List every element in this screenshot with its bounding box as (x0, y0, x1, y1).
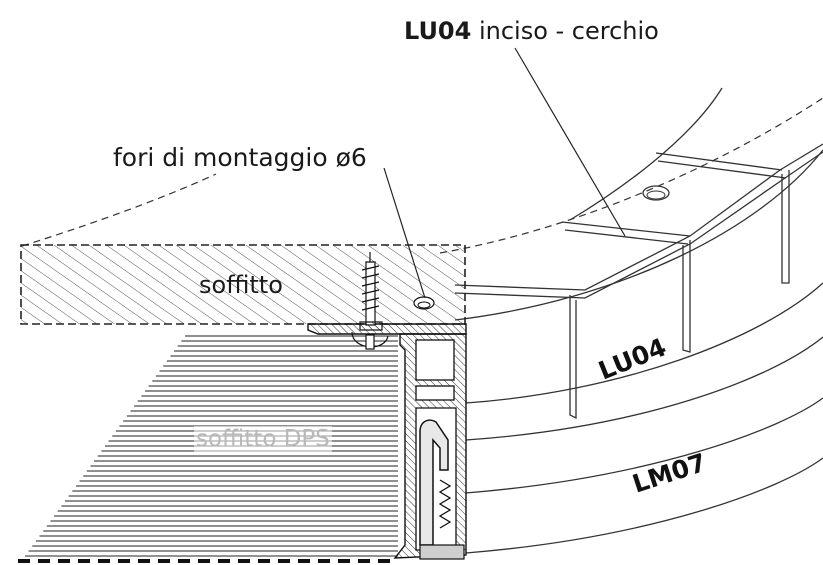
ring-arc-3 (465, 336, 823, 441)
ring-arc-1 (454, 149, 823, 321)
vertical-section-lines (569, 170, 790, 420)
profile-base-foot (419, 544, 465, 560)
channel-line-1 (454, 143, 823, 291)
profile-section (307, 323, 467, 560)
title-label: LU04 inciso - cerchio (404, 17, 659, 45)
profile-cavity-mid (415, 385, 455, 401)
ceiling-label: soffitto (199, 271, 283, 299)
channel-segment-c (655, 152, 783, 171)
profile-lm07-label: LM07 (629, 448, 710, 499)
ceiling-dps-label: soffitto DPS (196, 426, 330, 452)
ceiling-mounting-hole (413, 296, 435, 310)
channel-segment-a (561, 221, 691, 237)
profile-clip-insert (419, 419, 449, 546)
title-label-bold: LU04 (404, 17, 471, 45)
ceiling-block (20, 244, 466, 325)
ring-arc-4 (465, 397, 823, 494)
dashed-circle-arc-left (21, 173, 217, 247)
mounting-hole-ellipse (642, 185, 670, 201)
ring-arc-2 (465, 282, 823, 404)
channel-segment-d (657, 160, 787, 179)
mounting-holes-label: fori di montaggio ø6 (113, 143, 367, 172)
profile-lu04-label: LU04 (594, 332, 670, 385)
ring-arc-outer-top (569, 87, 723, 221)
ceiling-dps-label-backdrop (194, 426, 332, 452)
dashed-circle-arc-right (439, 97, 823, 254)
title-label-rest: inciso - cerchio (471, 17, 659, 45)
profile-top-flange (307, 323, 467, 335)
profile-clip-teeth (438, 479, 452, 529)
leader-line-holes (383, 167, 426, 299)
ceiling-mounting-hole-inner (417, 301, 431, 309)
mounting-hole-ellipse-inner (646, 190, 666, 200)
ring-arc-5 (465, 457, 823, 554)
dps-ceiling-lines (25, 335, 398, 557)
profile-cavity-top (415, 339, 455, 381)
leader-line-title (514, 47, 626, 237)
channel-segment-b (564, 229, 689, 245)
mounting-screw (351, 252, 389, 350)
